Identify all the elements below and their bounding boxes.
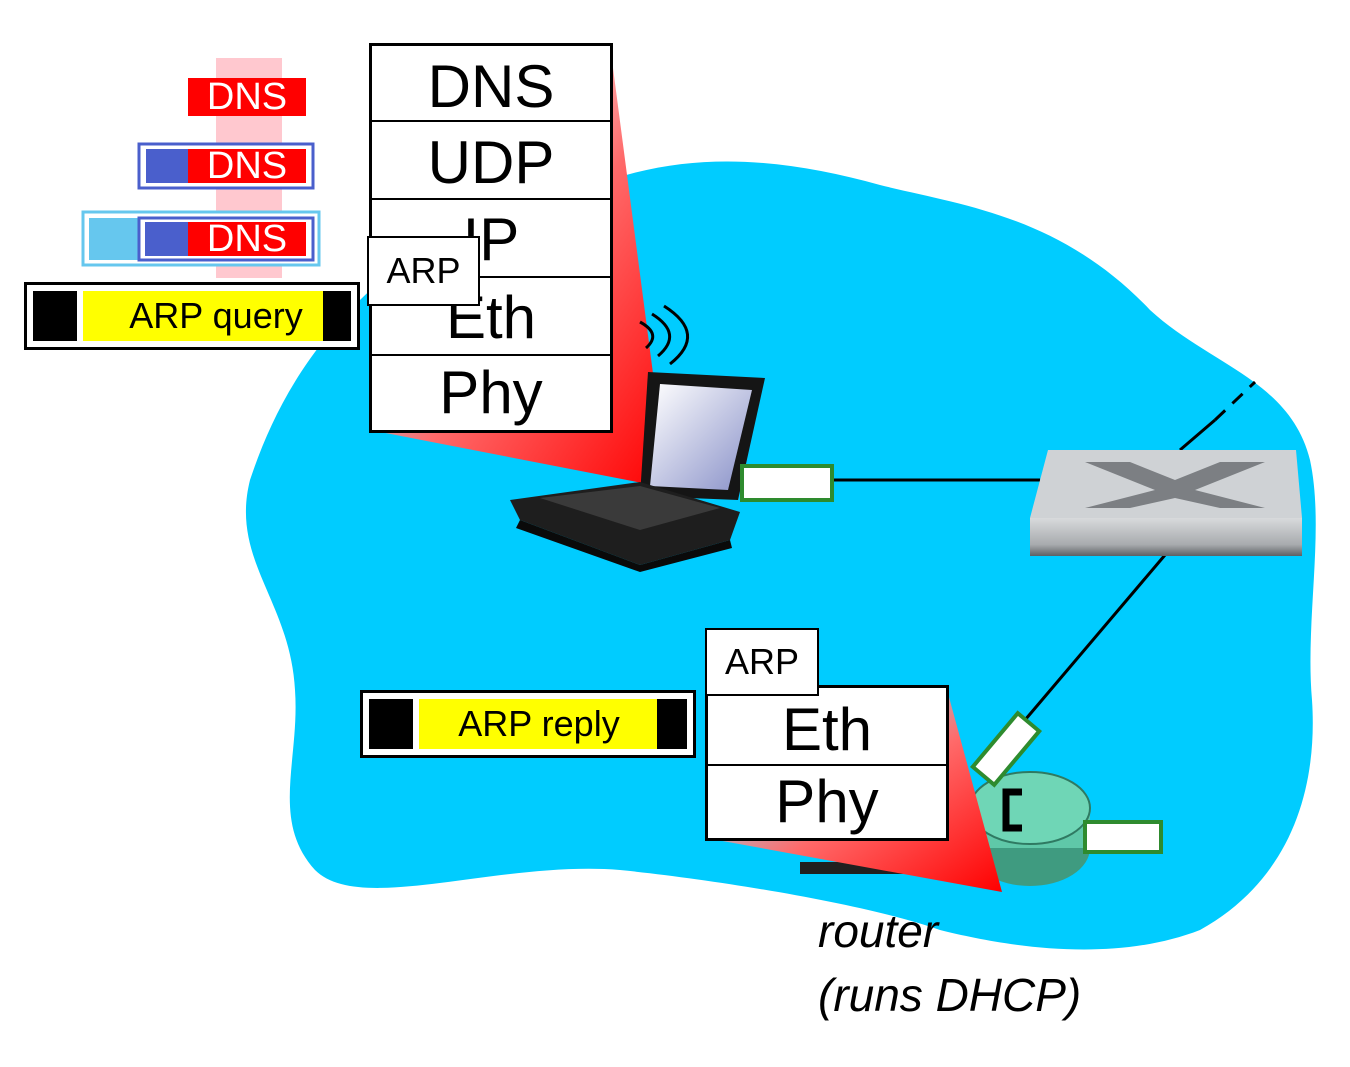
- router-protocol-stack: Eth Phy: [705, 685, 949, 841]
- ip-dns-payload: [188, 222, 306, 256]
- host-layer-phy: Phy: [439, 359, 543, 426]
- arp-reply-frame: ARP reply: [360, 690, 696, 758]
- udp-header: [146, 149, 188, 183]
- router-arp-tag: ARP: [705, 628, 819, 696]
- router-layer-eth: Eth: [708, 688, 946, 766]
- arp-query-frame: ARP query: [24, 282, 360, 350]
- host-arp-tag: ARP: [367, 236, 480, 306]
- dns-message: [188, 78, 306, 116]
- switch-icon: [1030, 450, 1302, 556]
- host-layer-dns: DNS: [372, 46, 610, 122]
- arp-reply-eth-header: [369, 699, 413, 749]
- router-layer-phy: Phy: [775, 768, 879, 835]
- arp-reply-eth-trailer: [657, 699, 687, 749]
- arp-query-eth-trailer: [323, 291, 351, 341]
- arp-query-eth-header: [33, 291, 77, 341]
- router-caption-line1: router: [818, 905, 939, 957]
- router-icon: [800, 771, 1163, 886]
- udp-dns-payload: [188, 149, 306, 183]
- switch-router-link: [1023, 554, 1167, 721]
- laptop-interface: [740, 464, 834, 502]
- router-interface: [969, 710, 1043, 788]
- host-layer-udp: UDP: [372, 122, 610, 200]
- ip-udp-header: [145, 222, 188, 256]
- arp-query-label: ARP query: [83, 291, 349, 341]
- router-caption-line2: (runs DHCP): [818, 969, 1082, 1021]
- switch-uplink: [1179, 418, 1216, 452]
- switch-uplink-dashed: [1213, 380, 1257, 422]
- laptop-icon: [510, 372, 765, 572]
- arp-reply-label: ARP reply: [419, 699, 659, 749]
- dns-message-label: DNS: [206, 76, 288, 118]
- udp-dns-label: DNS: [206, 145, 288, 187]
- wifi-icon: [639, 304, 689, 366]
- ip-dns-label: DNS: [206, 218, 288, 260]
- host-stack-beam: [370, 45, 668, 488]
- ip-header: [89, 218, 139, 260]
